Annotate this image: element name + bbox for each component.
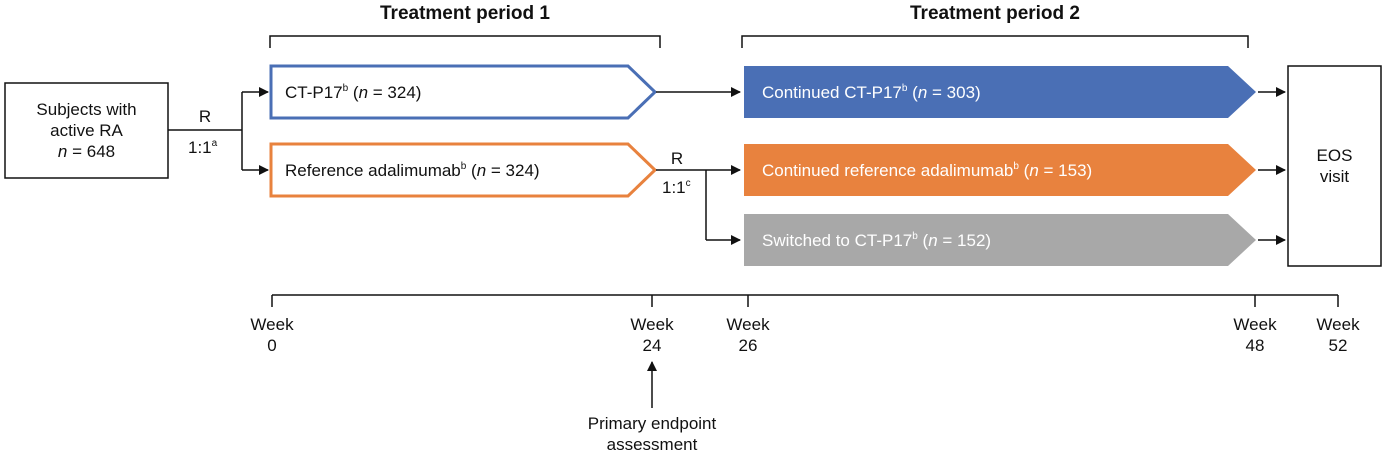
arm-continued-ref-label: Continued reference adalimumabb (n = 153…	[762, 161, 1093, 180]
arm-continued-ctp17-shape	[744, 66, 1256, 118]
arm-ctp17-label: CT-P17b (n = 324)	[285, 83, 422, 102]
arm-continued-ctp17-label: Continued CT-P17b (n = 303)	[762, 83, 981, 102]
eos-text: EOS visit	[1316, 146, 1353, 186]
timeline-axis	[271, 294, 1339, 307]
arm-continued-ref-shape	[744, 144, 1256, 196]
arm-ctp17-shape	[269, 64, 658, 120]
arm-switched-label: Switched to CT-P17b (n = 152)	[762, 231, 992, 250]
rand1-ratio-label: 1:1a	[188, 138, 218, 157]
period1-bracket	[269, 35, 661, 48]
arm-ref-label: Reference adalimumabb (n = 324)	[285, 161, 540, 180]
rand2-connector	[656, 169, 707, 240]
arm-switched-shape	[744, 214, 1256, 266]
eos-box	[1287, 65, 1382, 267]
rand1-r-label: R	[198, 107, 212, 126]
period1-header: Treatment period 1	[380, 3, 550, 24]
period2-bracket	[741, 35, 1249, 48]
rand2-ratio-label: 1:1c	[662, 178, 691, 197]
arm-ref-shape	[269, 142, 658, 198]
rand1-connector	[168, 92, 243, 170]
period2-header: Treatment period 2	[910, 3, 1080, 24]
primary-endpoint-label: Primary endpoint assessment	[587, 414, 717, 454]
rand2-r-label: R	[670, 149, 684, 168]
subjects-text: Subjects with active RA n = 648	[36, 100, 137, 161]
subjects-box	[4, 82, 169, 179]
